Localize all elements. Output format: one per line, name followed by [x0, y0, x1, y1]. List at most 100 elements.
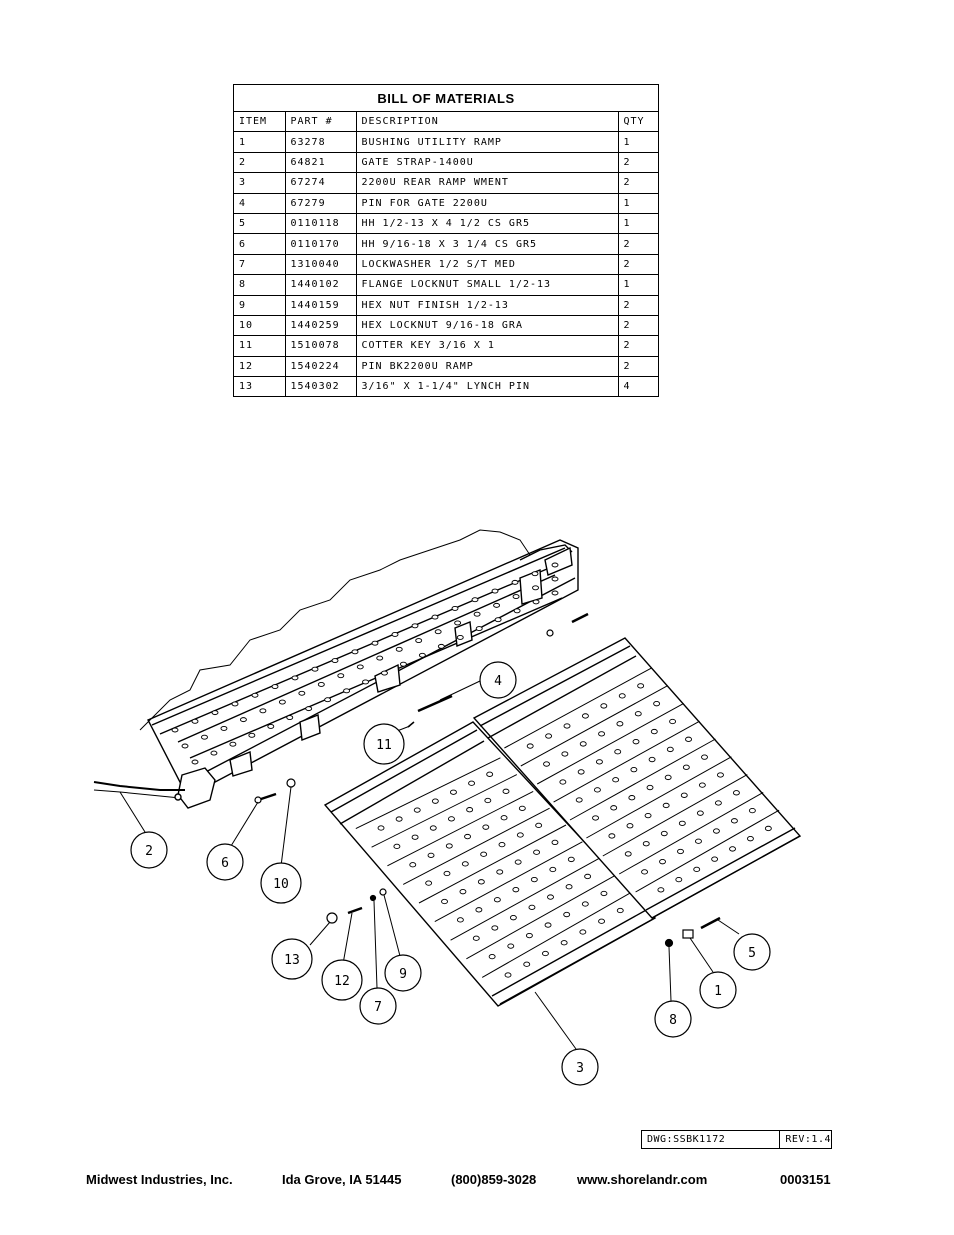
ramp-hole	[450, 789, 457, 795]
main-ramp-hole	[434, 629, 442, 635]
ramp-hole	[624, 851, 632, 857]
ramp-hole	[712, 828, 720, 834]
bom-title: BILL OF MATERIALS	[234, 85, 658, 112]
main-ramp-hole	[551, 590, 559, 596]
ramp-hole	[545, 733, 553, 739]
ramp-hole	[592, 815, 599, 821]
ramp-hole	[648, 756, 656, 763]
main-ramp-hole	[191, 759, 199, 765]
ramp-hole	[507, 943, 515, 949]
main-ramp-hole	[311, 666, 319, 672]
callout-5-label: 5	[748, 946, 756, 961]
main-ramp-hole	[456, 635, 464, 640]
ramp-hole	[525, 932, 533, 939]
ramp-hole	[547, 894, 554, 900]
footer-location: Ida Grove, IA 51445	[282, 1172, 402, 1187]
ramp-hole	[634, 711, 642, 717]
ramp-hole	[559, 779, 567, 785]
ramp-hole	[600, 890, 608, 897]
main-ramp-hole	[415, 638, 423, 643]
ramp-hole	[535, 822, 543, 829]
ramp-rung	[434, 841, 583, 923]
main-ramp-hole	[376, 655, 384, 661]
ramp-rung	[371, 774, 518, 848]
main-ramp-hole	[201, 734, 208, 740]
ramp-hole	[666, 746, 674, 753]
ramp-hole	[549, 866, 557, 873]
rear-ramp-left-rungs	[355, 757, 632, 978]
ramp-hole	[678, 820, 686, 827]
main-ramp-hole	[532, 599, 540, 605]
main-ramp-hole	[437, 643, 445, 649]
footer-website: www.shorelandr.com	[577, 1172, 708, 1187]
main-ramp-hole	[411, 623, 419, 629]
ramp-hole	[593, 787, 601, 793]
main-ramp-hole	[181, 743, 189, 749]
callout-9: 9	[384, 954, 422, 992]
main-ramp-hole	[259, 708, 267, 714]
ramp-hole	[628, 795, 636, 801]
ramp-hole	[584, 873, 592, 880]
ramp-rung	[586, 756, 732, 839]
callout-8: 8	[654, 1000, 692, 1038]
ramp-rung	[418, 824, 567, 904]
ramp-hole	[441, 898, 448, 905]
callout-10: 10	[260, 862, 302, 904]
callout-2: 2	[130, 831, 168, 869]
ramp-hole	[561, 751, 569, 757]
ramp-hole	[646, 784, 654, 791]
callout-1-label: 1	[714, 984, 722, 999]
ramp-hole	[682, 764, 690, 770]
ramp-hole	[567, 856, 575, 863]
ramp-rung	[481, 891, 632, 978]
ramp-hole	[608, 833, 616, 839]
ramp-hole	[530, 876, 538, 883]
ramp-hole	[512, 887, 520, 893]
ramp-hole	[413, 807, 421, 813]
ramp-hole	[560, 940, 568, 946]
ramp-hole	[461, 861, 469, 867]
ramp-hole	[579, 929, 587, 935]
main-ramp-hole	[491, 588, 499, 594]
main-ramp-hole	[381, 670, 388, 676]
callout-13: 13	[271, 938, 313, 980]
ramp-hole	[746, 836, 754, 842]
ramp-hole	[642, 841, 650, 847]
bill-of-materials-table: BILL OF MATERIALS ITEM PART # DESCRIPTIO…	[233, 84, 659, 398]
ramp-hole	[528, 904, 536, 911]
main-ramp-hole	[473, 611, 481, 617]
ramp-hole	[464, 833, 471, 840]
main-ramp-hole	[271, 684, 279, 690]
main-ramp-hole	[493, 602, 501, 608]
main-ramp-hole	[391, 632, 399, 637]
callout-12: 12	[321, 959, 363, 1001]
main-ramp-hole	[418, 652, 426, 658]
main-ramp-hole	[239, 717, 247, 723]
ramp-hole	[730, 818, 738, 824]
callout-10-label: 10	[273, 877, 289, 892]
callout-6-label: 6	[221, 856, 229, 871]
ramp-hole	[664, 774, 672, 781]
bom-cell-qty: 4	[617, 376, 658, 397]
ramp-hole	[496, 869, 504, 875]
ramp-hole	[445, 843, 453, 849]
ramp-hole	[395, 816, 403, 822]
ramp-hole	[482, 824, 490, 830]
callout-5: 5	[733, 933, 771, 971]
ramp-hole	[701, 754, 708, 760]
ramp-hole	[514, 859, 522, 865]
main-ramp-hole	[248, 732, 256, 738]
page-footer: Midwest Industries, Inc. Ida Grove, IA 5…	[0, 1172, 954, 1192]
ramp-hole	[698, 782, 706, 788]
ramp-hole	[502, 788, 510, 794]
main-ramp-hole	[191, 718, 199, 724]
ramp-rung	[536, 702, 684, 785]
drawing-title-block: DWG:SSBK1172 REV:1.4	[641, 1130, 832, 1149]
main-ramp-hole	[362, 679, 369, 685]
ramp-hole	[657, 887, 665, 893]
main-ramp-hole	[229, 741, 237, 747]
ramp-hole	[660, 830, 668, 837]
